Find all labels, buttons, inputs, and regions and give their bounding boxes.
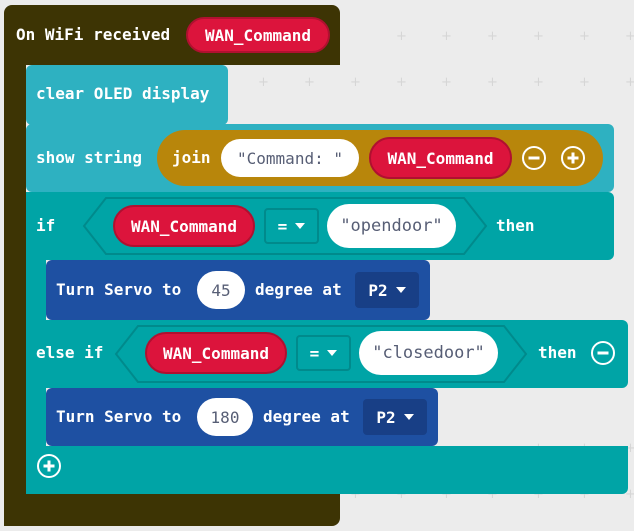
grid-mark: +: [258, 75, 269, 90]
else-if-operator-dropdown[interactable]: =: [296, 335, 351, 371]
servo-close-prefix: Turn Servo to: [56, 407, 182, 426]
show-string-label: show string: [36, 148, 142, 167]
plus-circle-icon[interactable]: [37, 454, 61, 478]
if-operator-dropdown[interactable]: =: [264, 208, 319, 244]
if-string-value: "opendoor": [340, 216, 443, 236]
grid-mark: +: [579, 75, 590, 90]
servo-close-degree-field[interactable]: 180: [197, 398, 253, 436]
grid-mark: +: [396, 29, 407, 44]
caret-down-icon: [295, 223, 306, 229]
else-if-variable-pill[interactable]: WAN_Command: [145, 332, 287, 374]
if-string-field[interactable]: "opendoor": [327, 204, 456, 248]
grid-mark: +: [396, 75, 407, 90]
else-if-label: else if: [36, 343, 104, 362]
grid-mark: +: [625, 75, 634, 90]
grid-mark: +: [441, 487, 452, 502]
event-label: On WiFi received: [16, 25, 171, 44]
grid-mark: +: [487, 75, 498, 90]
minus-circle-icon[interactable]: [591, 341, 615, 365]
if-variable-label: WAN_Command: [131, 216, 237, 236]
if-block-footer: [26, 446, 628, 494]
grid-mark: +: [350, 75, 361, 90]
grid-mark: +: [625, 29, 634, 44]
grid-mark: +: [533, 75, 544, 90]
event-variable-pill[interactable]: WAN_Command: [186, 17, 330, 53]
if-operator-label: =: [277, 216, 288, 236]
else-if-string-value: "closedoor": [372, 343, 485, 363]
grid-mark: +: [441, 75, 452, 90]
servo-open-degree-field[interactable]: 45: [197, 271, 245, 309]
servo-close-pin-label: P2: [376, 407, 396, 427]
plus-circle-icon[interactable]: [561, 146, 585, 170]
servo-open-mid: degree at: [255, 280, 342, 299]
else-if-then-label: then: [538, 343, 577, 362]
grid-mark: +: [487, 29, 498, 44]
caret-down-icon: [395, 287, 406, 293]
grid-mark: +: [625, 441, 634, 456]
grid-mark: +: [350, 487, 361, 502]
event-block-arm: [4, 60, 26, 526]
else-if-operator-label: =: [309, 343, 320, 363]
servo-close-mid: degree at: [263, 407, 350, 426]
servo-open-pin-label: P2: [368, 280, 388, 300]
servo-open-pin-dropdown[interactable]: P2: [355, 272, 419, 308]
caret-down-icon: [403, 414, 414, 420]
join-string-field[interactable]: "Command: ": [221, 139, 359, 177]
grid-mark: +: [625, 487, 634, 502]
grid-mark: +: [533, 29, 544, 44]
servo-close-pin-dropdown[interactable]: P2: [363, 399, 427, 435]
event-block-footer: [4, 488, 340, 526]
grid-mark: +: [579, 29, 590, 44]
grid-mark: +: [487, 487, 498, 502]
else-if-string-field[interactable]: "closedoor": [359, 331, 498, 375]
if-variable-pill[interactable]: WAN_Command: [113, 205, 255, 247]
grid-mark: +: [533, 487, 544, 502]
join-variable-label: WAN_Command: [387, 148, 494, 168]
clear-oled-label: clear OLED display: [36, 84, 210, 103]
join-string-value: "Command: ": [237, 148, 343, 168]
grid-mark: +: [579, 487, 590, 502]
grid-mark: +: [304, 75, 315, 90]
join-label: join: [172, 148, 211, 167]
if-label: if: [36, 216, 56, 235]
servo-open-degree-value: 45: [211, 280, 231, 300]
servo-close-degree-value: 180: [210, 407, 240, 427]
else-if-variable-label: WAN_Command: [163, 343, 269, 363]
if-then-label: then: [496, 216, 535, 235]
join-variable-pill[interactable]: WAN_Command: [369, 137, 512, 179]
minus-circle-icon[interactable]: [522, 146, 546, 170]
caret-down-icon: [327, 350, 338, 356]
event-variable-label: WAN_Command: [205, 25, 311, 45]
grid-mark: +: [441, 29, 452, 44]
clear-oled-block[interactable]: [26, 65, 228, 125]
servo-open-prefix: Turn Servo to: [56, 280, 182, 299]
grid-mark: +: [396, 487, 407, 502]
